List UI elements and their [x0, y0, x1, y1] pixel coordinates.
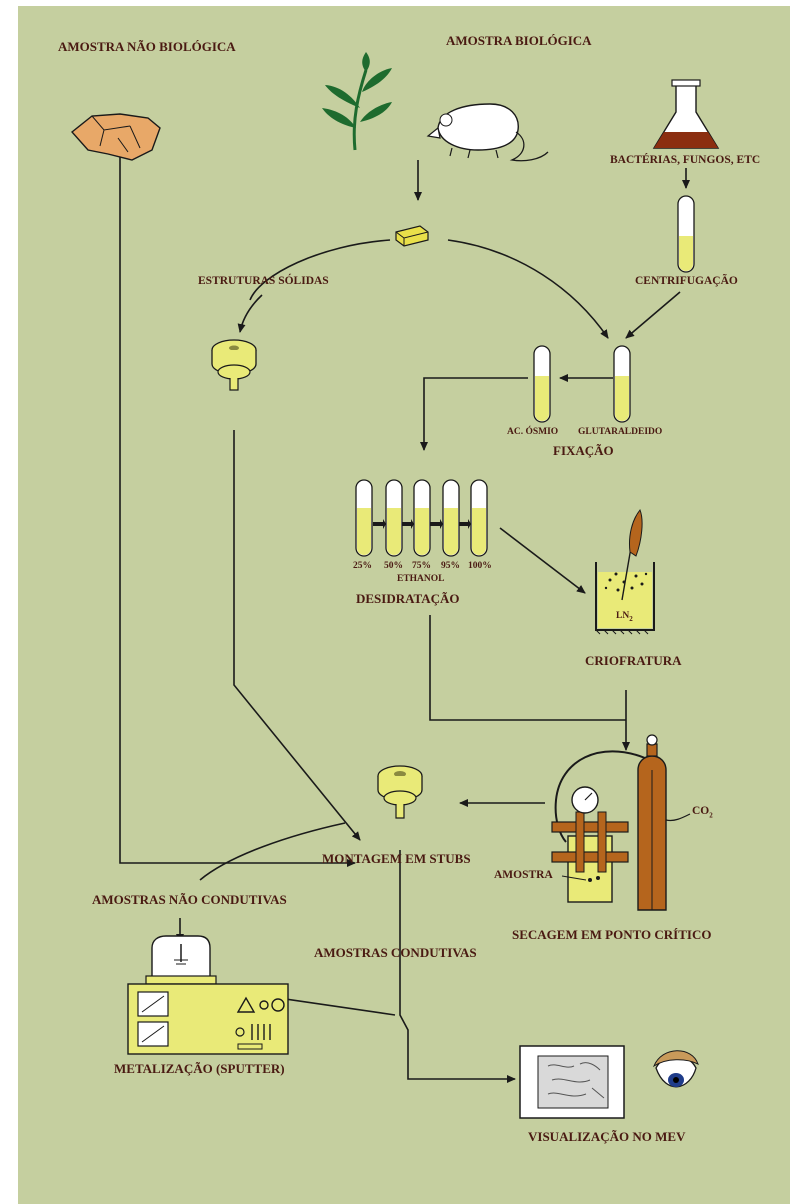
arrow-centrifuge-to-glutaraldehyde [625, 291, 681, 339]
label-ln2: LN2 [616, 611, 633, 623]
cryofracture-icon [595, 509, 655, 635]
label-glutaraldehyde: GLUTARALDEIDO [578, 427, 663, 437]
arrow-rock-to-mounting [119, 140, 356, 867]
label-fixation: FIXAÇÃO [553, 443, 614, 458]
label-ethanol: ETHANOL [397, 574, 445, 584]
label-centrifugation: CENTRIFUGAÇÃO [635, 275, 738, 287]
mounting-stub-icon [377, 765, 423, 819]
stub-icon [211, 339, 257, 391]
ethanol-tube-95 [442, 479, 460, 557]
label-bio-sample: AMOSTRA BIOLÓGICA [446, 33, 592, 48]
arrow-block-to-glutaraldehyde [447, 239, 609, 339]
label-bacteria: BACTÉRIAS, FUNGOS, ETC [610, 154, 761, 166]
label-mev: VISUALIZAÇÃO NO MEV [528, 1129, 686, 1144]
ethanol-tube-50 [385, 479, 403, 557]
ethanol-tube-100 [470, 479, 488, 557]
ethanol-tube-75 [413, 479, 431, 557]
label-pct-25: 25% [353, 561, 372, 571]
flask-icon [652, 79, 720, 149]
eye-icon [652, 1050, 699, 1088]
label-pct-100: 100% [468, 561, 492, 571]
label-mounting: MONTAGEM EM STUBS [322, 851, 471, 866]
sputter-coater-icon [127, 935, 289, 1055]
centrifuge-tube-icon [677, 195, 695, 273]
osmium-tube-icon [533, 345, 551, 423]
flow-arrows [119, 140, 690, 1083]
critical-point-dryer-icon [551, 734, 691, 911]
label-osmium: AC. ÓSMIO [507, 427, 559, 437]
mouse-icon [426, 103, 549, 162]
arrow-stub-to-mounting [233, 430, 361, 841]
label-critical-point-drying: SECAGEM EM PONTO CRÍTICO [512, 927, 712, 942]
plant-icon [322, 52, 392, 151]
tissue-block-icon [395, 225, 429, 247]
label-pct-75: 75% [412, 561, 431, 571]
label-pct-50: 50% [384, 561, 403, 571]
arrow-dehydration-to-cpd [429, 615, 626, 721]
label-conductive: AMOSTRAS CONDUTIVAS [314, 945, 477, 960]
arrow-osmium-to-ethanol [420, 377, 528, 451]
label-sputter: METALIZAÇÃO (SPUTTER) [114, 1061, 285, 1076]
label-solid-structures: ESTRUTURAS SÓLIDAS [198, 275, 329, 287]
rock-icon [70, 113, 161, 161]
arrow-ethanol-to-cryofracture [499, 527, 586, 594]
ethanol-tube-25 [355, 479, 373, 557]
label-sample: AMOSTRA [494, 869, 553, 881]
label-co2: CO2 [692, 805, 713, 820]
arrow-block-to-stub [249, 239, 391, 301]
label-cryofracture: CRIOFRATURA [585, 653, 682, 668]
glutaraldehyde-tube-icon [613, 345, 631, 423]
arrow-mounting-to-nonconductive [199, 822, 346, 881]
arrow-mounting-to-mev [399, 850, 516, 1083]
label-dehydration: DESIDRATAÇÃO [356, 591, 460, 606]
ethanol-series-icon [355, 479, 488, 557]
label-pct-95: 95% [441, 561, 460, 571]
label-non-bio-sample: AMOSTRA NÃO BIOLÓGICA [58, 39, 236, 54]
label-non-conductive: AMOSTRAS NÃO CONDUTIVAS [92, 892, 287, 907]
sem-monitor-icon [519, 1045, 625, 1119]
